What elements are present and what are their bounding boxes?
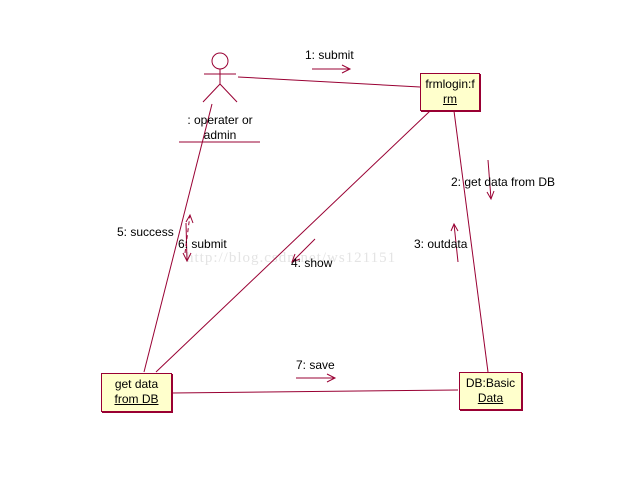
object-frmlogin-line2: rm: [443, 92, 457, 106]
object-frmlogin[interactable]: frmlogin:f rm: [420, 73, 480, 111]
message-arrow-1: [312, 64, 352, 74]
link-getdata-dbbasic: [171, 389, 459, 394]
message-label-3: 3: outdata: [414, 237, 468, 251]
message-arrow-3: [450, 222, 459, 263]
object-db-basic-data[interactable]: DB:Basic Data: [459, 372, 522, 410]
message-arrow-7: [296, 373, 337, 383]
link-actor-getdata: [143, 103, 213, 373]
message-label-6: 6: submit: [178, 237, 227, 251]
message-label-5: 5: success: [117, 225, 174, 239]
actor-icon: [202, 52, 238, 103]
message-arrow-2: [486, 159, 495, 201]
message-arrow-6: [182, 222, 192, 263]
message-label-4: 4: show: [291, 256, 333, 270]
object-frmlogin-line1: frmlogin:f: [425, 77, 475, 91]
actor-label-line1: : operater or: [187, 113, 253, 127]
object-db-basic-data-line2: Data: [477, 391, 504, 405]
object-get-data-from-db[interactable]: get data from DB: [101, 373, 172, 412]
actor-label-line2: admin: [203, 128, 237, 142]
message-arrow-4: [291, 238, 316, 263]
object-get-data-from-db-line1: get data: [114, 377, 159, 391]
link-actor-frmlogin: [237, 76, 421, 88]
message-label-1: 1: submit: [305, 48, 354, 62]
message-arrow-5: [184, 213, 194, 254]
object-get-data-from-db-line2: from DB: [114, 392, 159, 406]
link-frmlogin-getdata: [155, 110, 431, 373]
message-label-7: 7: save: [296, 358, 335, 372]
watermark: http://blog.csdn.net/ws121151: [186, 250, 397, 266]
message-label-2: 2: get data from DB: [451, 175, 555, 189]
actor-label: : operater or admin: [178, 113, 262, 143]
object-db-basic-data-line1: DB:Basic: [465, 376, 516, 390]
link-frmlogin-dbbasic: [453, 110, 489, 373]
